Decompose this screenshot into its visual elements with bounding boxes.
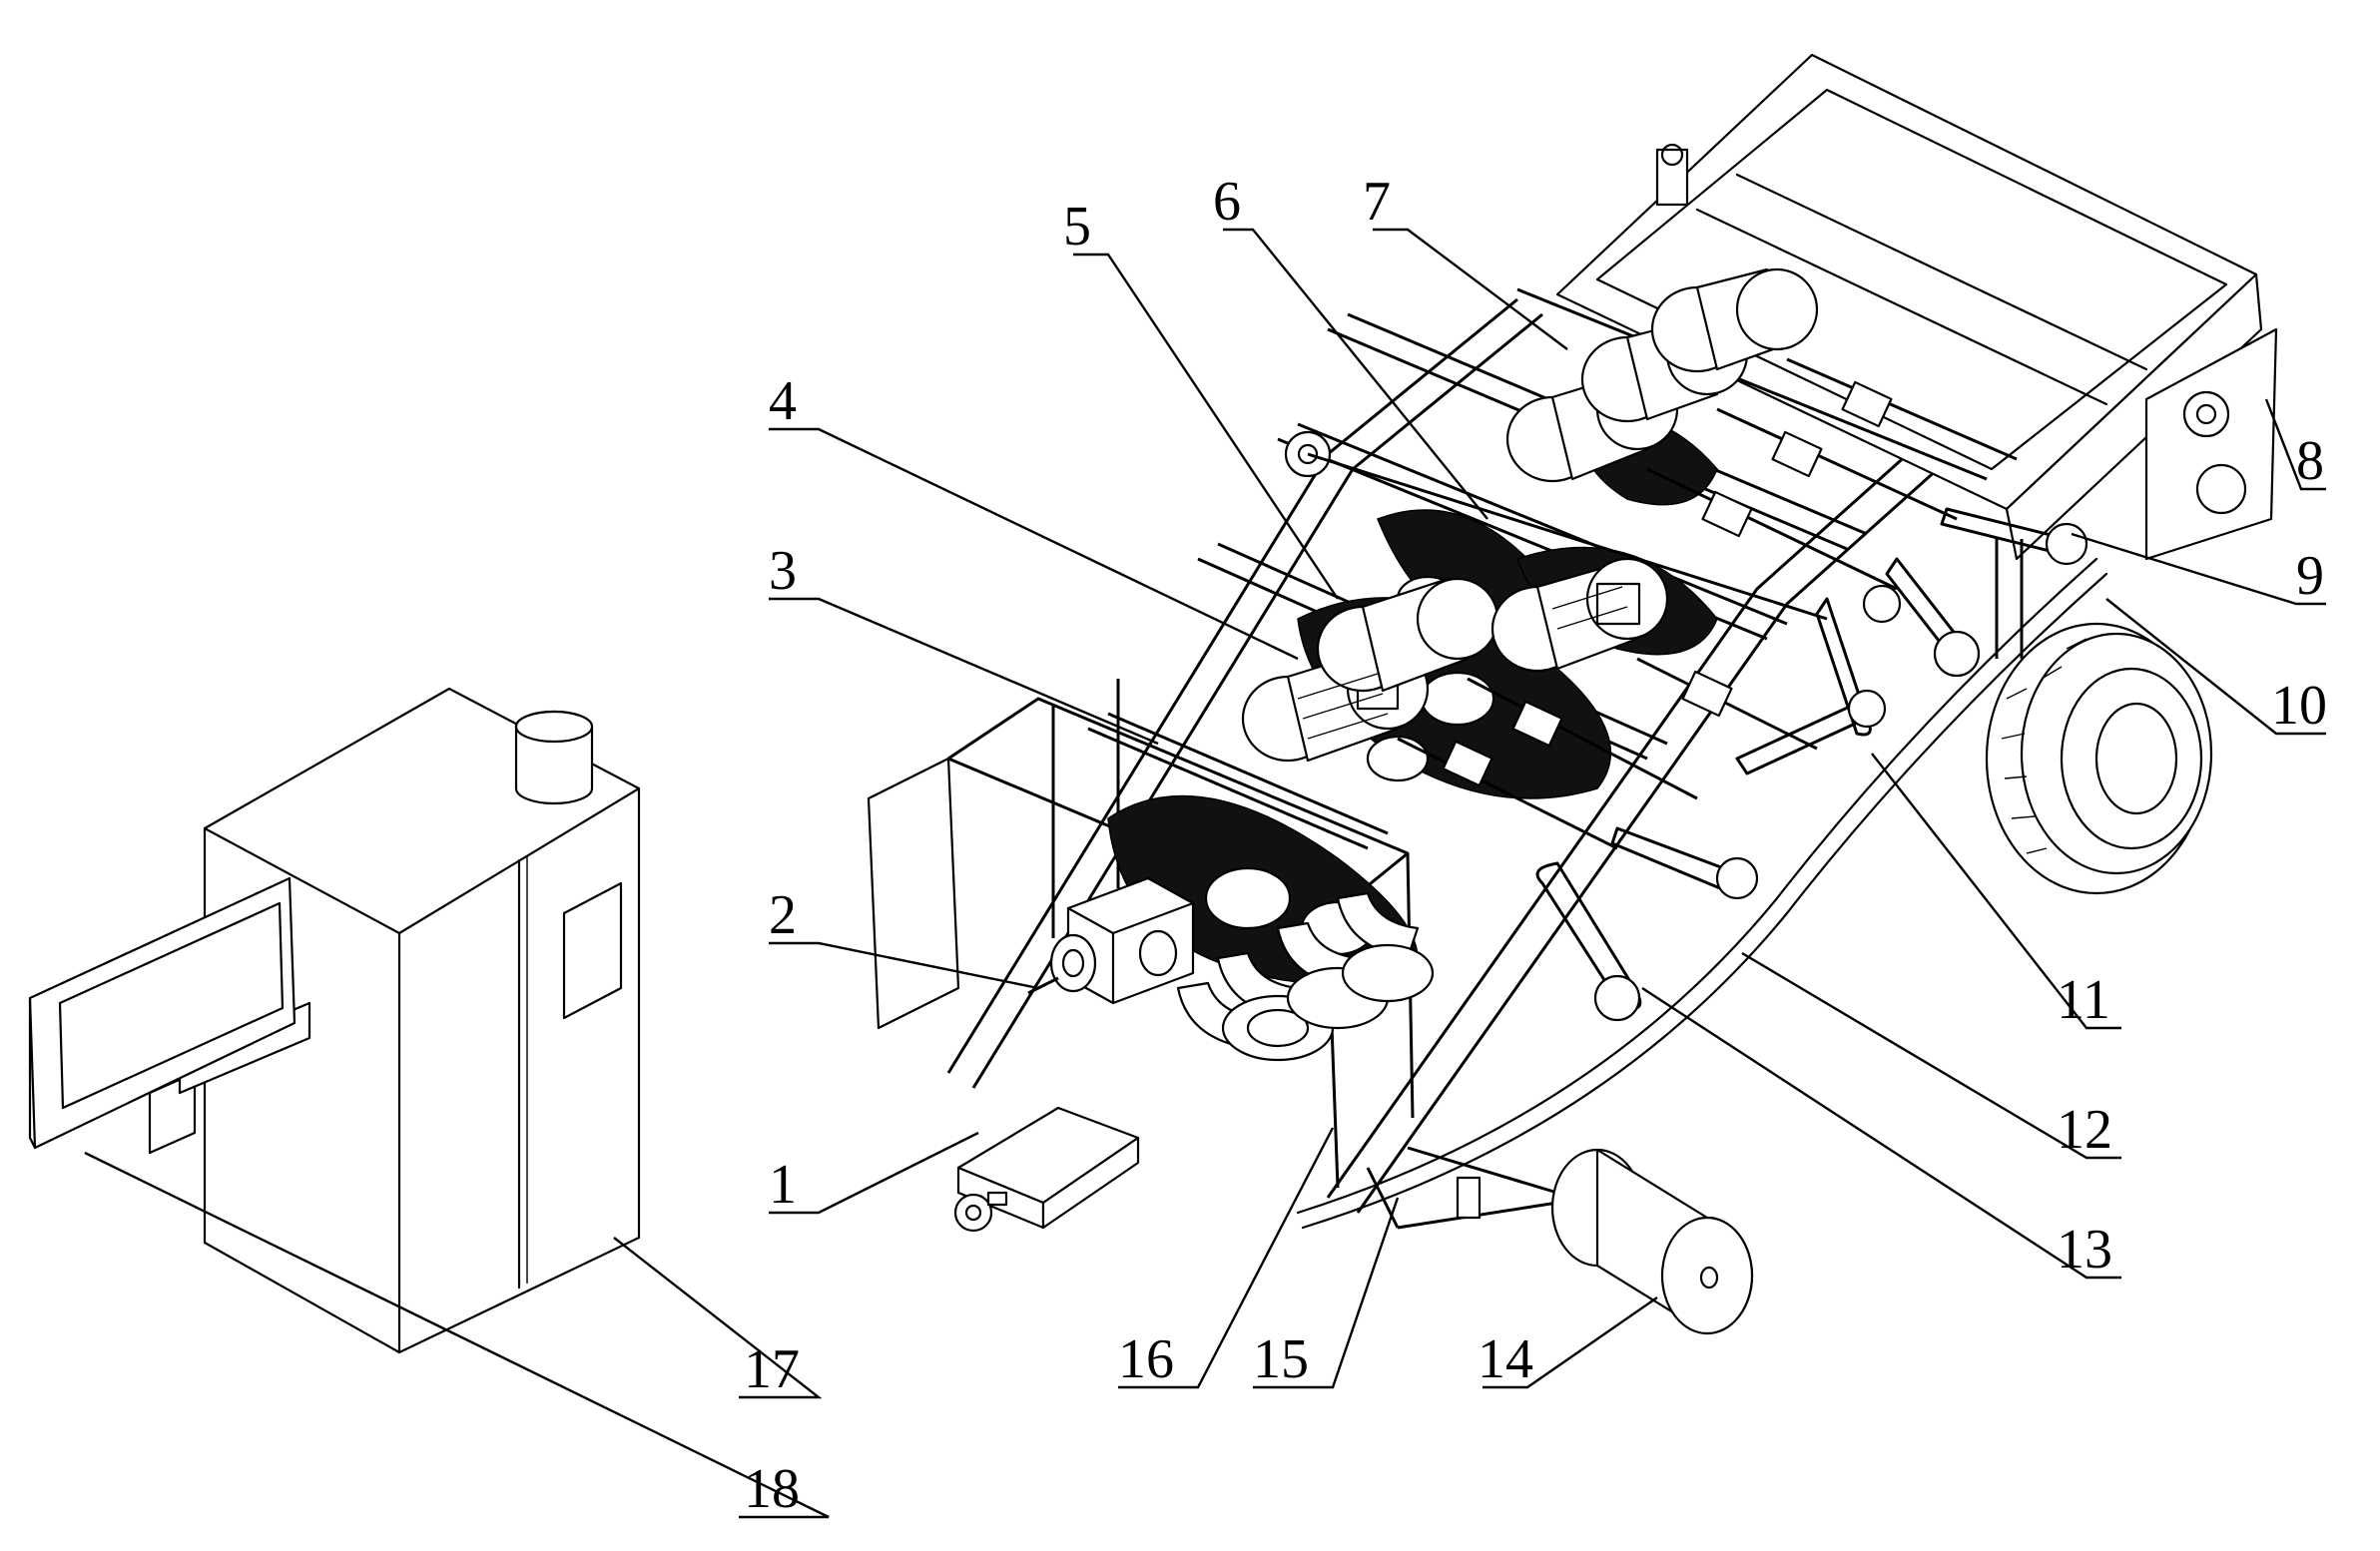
callout-6: 6: [1213, 171, 1241, 233]
callout-17: 17: [744, 1338, 800, 1400]
callout-18: 18: [744, 1458, 800, 1520]
callout-2: 2: [769, 884, 797, 946]
ground-roller: [1550, 1148, 1754, 1335]
callout-7: 7: [1363, 171, 1391, 233]
tow-bar: [953, 1106, 1140, 1233]
wheel: [1985, 539, 2213, 895]
callout-12: 12: [2057, 1099, 2112, 1161]
callout-5: 5: [1063, 196, 1091, 258]
callout-1: 1: [769, 1154, 797, 1216]
leader-lines: [84, 228, 2326, 1519]
gearbox: [1027, 876, 1195, 1005]
callout-8: 8: [2296, 430, 2324, 492]
drive-shafts: [1397, 357, 2018, 850]
control-cabinet: [203, 687, 641, 1354]
sweeper-rotor: [1176, 891, 1435, 1062]
callout-15: 15: [1253, 1328, 1309, 1390]
callout-13: 13: [2057, 1219, 2112, 1281]
callout-11: 11: [2057, 969, 2110, 1031]
motors: [1241, 267, 1819, 763]
callout-14: 14: [1478, 1328, 1533, 1390]
machine-frame: [867, 53, 2278, 1230]
support-stand: [1366, 1146, 1558, 1230]
callout-labels: 1 2 3 4 5 6 7 8 9 10 11 12 13 14 15 16 1…: [744, 171, 2327, 1520]
callout-4: 4: [769, 370, 797, 432]
belt-drives: [1284, 430, 2088, 1022]
callout-10: 10: [2271, 675, 2327, 737]
monitor: [28, 876, 311, 1155]
callout-3: 3: [769, 540, 797, 602]
callout-9: 9: [2296, 545, 2324, 607]
callout-16: 16: [1118, 1328, 1174, 1390]
